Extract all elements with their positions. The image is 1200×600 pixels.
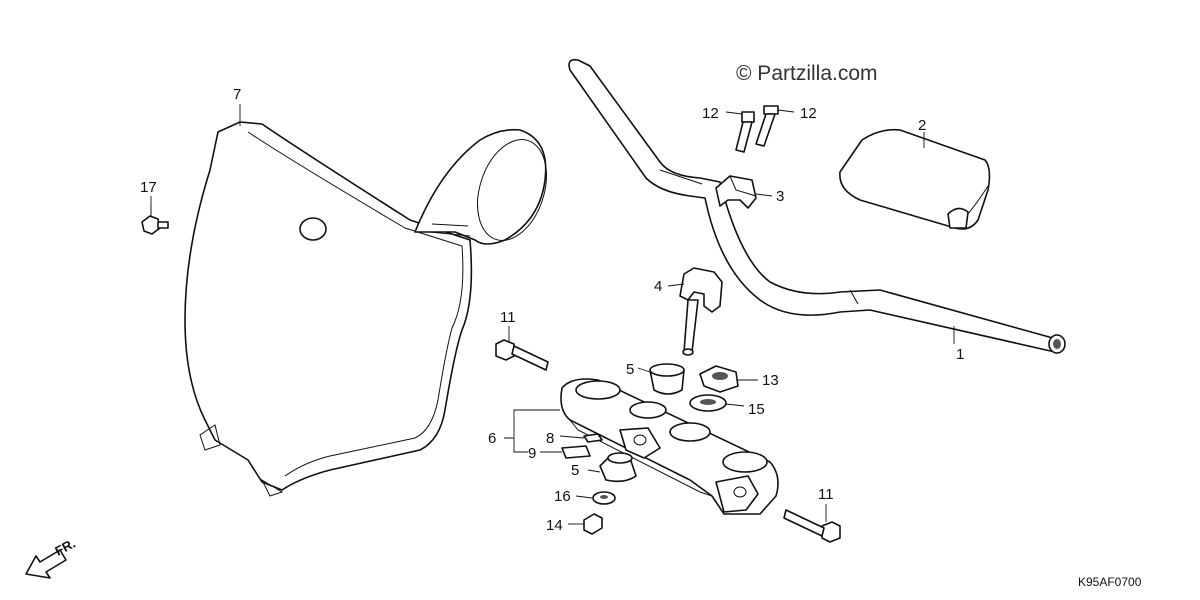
handlebar (568, 58, 1066, 354)
callout-6: 6 (488, 430, 496, 447)
callout-11-left: 11 (500, 309, 516, 326)
screw-17 (141, 206, 169, 235)
callout-4: 4 (654, 278, 662, 295)
lower-holder (679, 267, 723, 356)
front-arrow: FR. (25, 536, 78, 579)
callout-3: 3 (776, 188, 784, 205)
watermark: © Partzilla.com (736, 62, 878, 85)
bolts-11 (495, 339, 841, 543)
upper-holder (715, 175, 757, 209)
leader-lines (150, 104, 955, 525)
bushings-lower (583, 452, 637, 535)
number-plate (184, 121, 547, 497)
callout-8: 8 (546, 430, 554, 447)
callout-9: 9 (528, 445, 536, 462)
callout-1: 1 (956, 346, 964, 363)
callout-12-left: 12 (702, 105, 719, 122)
callout-5-upper: 5 (626, 361, 634, 378)
callout-2: 2 (918, 117, 926, 134)
callout-15: 15 (748, 401, 765, 418)
callout-13: 13 (762, 372, 779, 389)
callout-14: 14 (546, 517, 563, 534)
callout-16: 16 (554, 488, 571, 505)
bushings-upper (649, 363, 739, 412)
triple-clamp (560, 378, 779, 515)
callout-7: 7 (233, 86, 241, 103)
bar-pad (839, 128, 991, 230)
callout-11-right: 11 (818, 486, 834, 503)
callouts: 7 17 2 12 12 3 4 1 5 13 15 11 11 6 8 9 5… (140, 86, 964, 534)
bolts-12 (735, 105, 779, 153)
plates-8-9 (561, 433, 603, 459)
callout-12-right: 12 (800, 105, 817, 122)
diagram-code: K95AF0700 (1078, 575, 1142, 589)
callout-5-lower: 5 (571, 462, 579, 479)
callout-17: 17 (140, 179, 157, 196)
